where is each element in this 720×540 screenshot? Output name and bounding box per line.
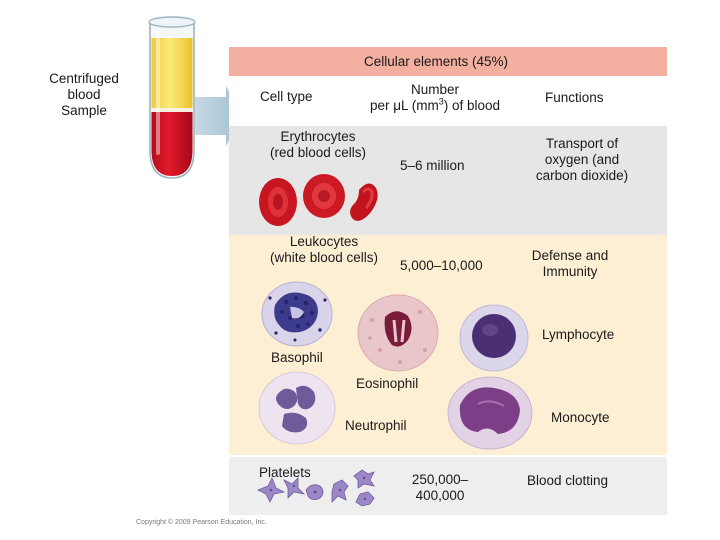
erythrocyte-row [229,126,667,235]
copyright-notice: Copyright © 2009 Pearson Education, Inc. [136,519,267,526]
tube-label-line3: Sample [61,103,107,118]
tube-label-line2: blood [67,87,101,102]
leukocyte-function: Defense and Immunity [510,248,630,280]
leukocyte-name-line1: Leukocytes [289,234,359,249]
basophil-label: Basophil [271,350,323,365]
column-number-line1: Number [410,82,459,97]
column-number: Number per μL (mm3) of blood [340,82,530,114]
platelets-name: Platelets [259,465,311,480]
column-number-pre: per μL (mm [369,98,439,113]
tube-label: Centrifuged blood Sample [30,71,138,119]
erythrocyte-function-line1: Transport of [545,136,619,151]
platelets-function: Blood clotting [527,473,609,488]
neutrophil-label: Neutrophil [345,418,407,433]
column-number-line2: per μL (mm3) of blood [340,96,530,114]
column-functions: Functions [545,90,604,105]
platelets-illustration [257,469,375,507]
column-number-post: ) of blood [443,98,501,113]
platelets-count-line2: 400,000 [415,488,465,503]
column-number-sup: 3 [438,96,444,107]
eosinophil-label: Eosinophil [356,376,419,391]
erythrocyte-count: 5–6 million [400,158,465,173]
platelet-row [229,457,667,515]
erythrocyte-function: Transport of oxygen (and carbon dioxide) [520,136,644,184]
tube-label-line1: Centrifuged [49,71,119,86]
basophil-cell [261,281,333,347]
table-header-band [229,47,667,76]
column-cell-type: Cell type [260,89,313,104]
erythrocyte-name-line1: Erythrocytes [280,129,356,144]
leukocyte-name: Leukocytes (white blood cells) [256,234,392,266]
leukocyte-count: 5,000–10,000 [400,258,483,273]
leukocyte-function-line1: Defense and [531,248,609,263]
table-column-header-row [229,76,667,126]
lymphocyte-label: Lymphocyte [542,327,615,342]
erythrocyte-function-line3: carbon dioxide) [535,168,629,183]
leukocyte-name-line2: (white blood cells) [269,250,379,265]
platelets-count: 250,000– 400,000 [400,472,480,504]
monocyte-label: Monocyte [551,410,610,425]
neutrophil-cell [258,371,336,445]
eosinophil-cell [357,294,439,372]
erythrocyte-name-line2: (red blood cells) [269,145,367,160]
monocyte-cell [447,376,533,450]
erythrocyte-name: Erythrocytes (red blood cells) [250,129,386,161]
erythrocyte-function-line2: oxygen (and [544,152,620,167]
leukocyte-function-line2: Immunity [542,264,598,279]
platelets-count-line1: 250,000– [411,472,469,487]
table-title: Cellular elements (45%) [363,54,509,69]
lymphocyte-cell [459,304,529,372]
erythrocytes-illustration [259,174,378,226]
